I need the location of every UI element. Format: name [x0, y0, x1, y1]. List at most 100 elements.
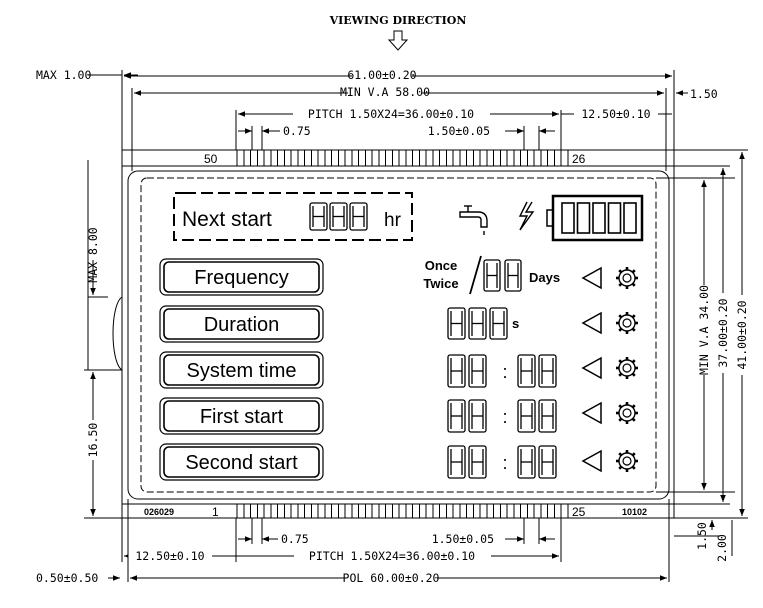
bottom-pin	[385, 503, 393, 519]
top-pin	[277, 149, 285, 167]
pin-50-label: 50	[204, 152, 218, 166]
next-start-label: Next start	[182, 208, 272, 231]
seven-segment-digit	[468, 307, 487, 340]
top-pin	[479, 149, 488, 167]
seven-segment-digit	[329, 202, 348, 231]
top-pin	[290, 149, 299, 167]
top-pin	[236, 149, 245, 167]
part-code-right: 10102	[622, 507, 647, 517]
bottom-pin	[493, 503, 501, 519]
top-pin	[385, 149, 393, 167]
top-pin	[452, 149, 461, 167]
top-pin	[506, 149, 515, 167]
seven-segment-digit	[447, 445, 466, 479]
lcd-label-text: Second start	[185, 452, 298, 474]
lightning-icon	[518, 201, 535, 231]
dim-top-edge-offset: 12.50±0.10	[581, 107, 650, 121]
pin-1-label: 1	[212, 505, 219, 519]
time-colon: :	[502, 453, 507, 473]
dim-top-pin-pitch: 1.50±0.05	[428, 124, 490, 138]
top-pin	[344, 149, 353, 167]
top-pin	[317, 149, 326, 167]
top-pin	[412, 149, 420, 167]
time-digits-row: :	[447, 399, 557, 433]
top-pin	[547, 149, 555, 167]
dim-polarizer-width: POL 60.00±0.20	[343, 571, 440, 585]
next-start-digits	[309, 202, 368, 231]
lcd-label-frequency: Frequency	[159, 258, 324, 296]
dim-min-va-width: MIN V.A 58.00	[340, 85, 430, 99]
seven-segment-digit	[468, 445, 487, 479]
faucet-icon	[459, 205, 488, 235]
top-pin	[493, 149, 501, 167]
bottom-pin	[439, 503, 447, 519]
bottom-pin	[466, 503, 474, 519]
lcd-label-system-time: System time	[159, 351, 324, 389]
gear-icon	[616, 402, 638, 424]
lcd-label-text: Duration	[204, 314, 280, 336]
pin-25-label: 25	[572, 505, 586, 519]
dim-glass-height: 37.00±0.20	[716, 298, 730, 367]
seven-segment-digit	[447, 307, 466, 340]
battery-cell	[592, 202, 606, 234]
dim-min-va-height: MIN V.A 34.00	[697, 285, 711, 375]
seven-segment-digit	[468, 354, 487, 388]
active-area-dashed	[140, 177, 657, 493]
seven-segment-digit	[538, 399, 557, 433]
dim-top-pin-width: 0.75	[283, 124, 311, 138]
top-pin	[304, 149, 312, 167]
dim-max-thickness: MAX 1.00	[36, 68, 91, 82]
days-label: Days	[529, 270, 560, 285]
top-pin	[466, 149, 474, 167]
lcd-label-first-start: First start	[159, 397, 324, 435]
bottom-pin	[358, 503, 366, 519]
dim-corner: 0.50±0.50	[36, 571, 98, 585]
duration-digits	[447, 307, 508, 340]
bottom-pin	[425, 503, 434, 519]
dim-top-pitch: PITCH 1.50X24=36.00±0.10	[308, 107, 474, 121]
seven-segment-digit	[447, 399, 466, 433]
top-pin	[560, 149, 569, 167]
bottom-pin	[277, 503, 285, 519]
battery-cell	[607, 202, 622, 234]
bottom-pin	[250, 503, 258, 519]
bottom-pin	[452, 503, 461, 519]
top-pin	[439, 149, 447, 167]
bottom-pin	[236, 503, 245, 519]
battery-icon	[546, 194, 644, 242]
seconds-label: s	[512, 316, 519, 331]
top-pin	[371, 149, 380, 167]
battery-cell	[576, 202, 591, 234]
bottom-pin	[344, 503, 353, 519]
top-pin	[533, 149, 542, 167]
time-colon: :	[502, 407, 507, 427]
bottom-pin	[317, 503, 326, 519]
twice-label: Twice	[423, 276, 458, 291]
part-code-left: 026029	[144, 507, 174, 517]
lcd-label-text: Frequency	[194, 267, 289, 289]
bottom-pin	[506, 503, 515, 519]
bottom-pin	[533, 503, 542, 519]
triangle-arrow-icon	[581, 311, 602, 335]
time-colon: :	[502, 362, 507, 382]
seven-segment-digit	[504, 259, 522, 292]
pin-26-label: 26	[572, 152, 586, 166]
seven-segment-digit	[309, 202, 328, 231]
time-digits-row: :	[447, 445, 557, 479]
seven-segment-digit	[483, 259, 501, 292]
bottom-pin	[479, 503, 488, 519]
bottom-pin	[304, 503, 312, 519]
triangle-arrow-icon	[581, 401, 602, 425]
lcd-label-text: System time	[186, 360, 296, 382]
gear-icon	[616, 357, 638, 379]
triangle-arrow-icon	[581, 266, 602, 290]
bottom-pin	[560, 503, 569, 519]
seven-segment-digit	[538, 445, 557, 479]
bottom-pin	[547, 503, 555, 519]
polarizer-outline	[121, 165, 675, 505]
viewing-direction-arrow-icon	[387, 30, 409, 51]
seven-segment-digit	[349, 202, 368, 231]
dim-bottom-edge-offset: 12.50±0.10	[135, 549, 204, 563]
seven-segment-digit	[468, 399, 487, 433]
